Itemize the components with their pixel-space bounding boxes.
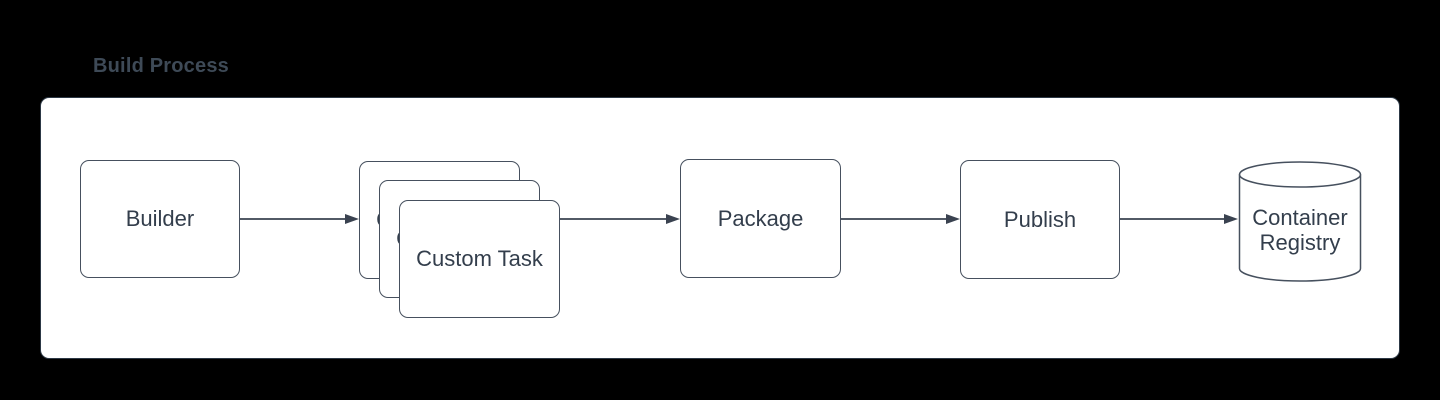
arrow-icon <box>841 214 960 224</box>
node-custom-task: Custom Task <box>399 200 560 318</box>
arrow-package-to-publish <box>841 212 960 226</box>
database-cylinder-icon <box>1238 161 1362 282</box>
node-package: Package <box>680 159 841 278</box>
node-publish: Publish <box>960 160 1120 279</box>
node-container-registry: Container Registry <box>1238 160 1362 283</box>
node-label: Builder <box>125 206 195 231</box>
diagram-title: Build Process <box>93 55 229 77</box>
node-label: Package <box>717 205 804 231</box>
arrow-publish-to-container-registry <box>1120 212 1238 226</box>
arrow-icon <box>1120 214 1238 224</box>
node-label: Custom Task <box>416 246 543 271</box>
arrow-builder-to-custom-task <box>240 212 359 226</box>
node-label: Publish <box>1003 206 1077 232</box>
arrow-custom-task-to-package <box>560 212 680 226</box>
node-label: Container Registry <box>1252 205 1348 255</box>
arrow-icon <box>560 214 680 224</box>
node-builder: Builder <box>80 160 240 278</box>
arrow-icon <box>240 214 359 224</box>
